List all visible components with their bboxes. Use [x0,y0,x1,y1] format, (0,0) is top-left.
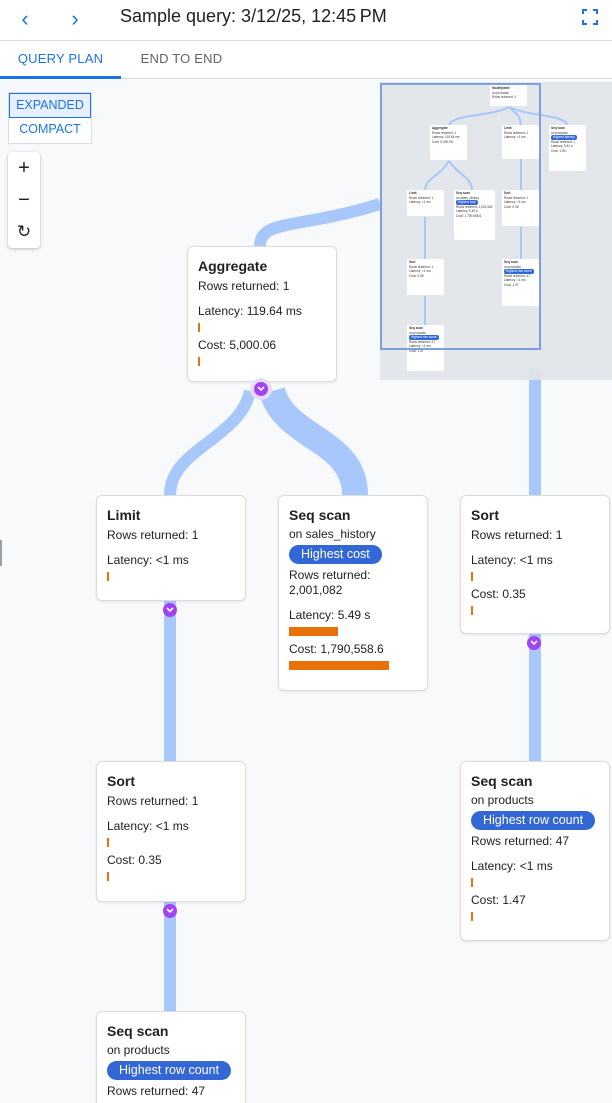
metric-bar [471,912,473,921]
metric-bar [471,878,473,887]
node-metric: Rows returned: 47 [471,834,570,848]
tab-end-to-end[interactable]: END TO END [140,51,223,66]
metric-bar [471,572,473,581]
metric-bar [289,661,390,670]
node-subtitle: on products [471,793,534,807]
node-metric: Cost: 1.47 [471,893,526,907]
node-title: Seq scan [107,1023,169,1039]
metric-bar [471,606,473,615]
node-title: Aggregate [198,258,268,274]
chevron-right-icon[interactable]: › [71,6,79,31]
node-subtitle: on products [107,1043,170,1057]
tab-bar: QUERY PLAN END TO END [0,41,612,79]
expand-chevron-icon[interactable] [163,904,177,918]
node-metric: Cost: 0.35 [471,587,526,601]
node-metric: Latency: <1 ms [471,553,553,567]
scroll-marker [0,540,2,566]
metric-bar [107,838,109,847]
node-metric: Rows returned: 1 [471,528,563,542]
expanded-button[interactable]: EXPANDED [9,93,91,118]
node-metric: Cost: 5,000.06 [198,338,277,352]
metric-bar [107,872,109,881]
node-title: Sort [107,773,135,789]
expand-chevron-icon[interactable] [163,603,177,617]
node-metric: Cost: 0.35 [107,853,162,867]
node-metric: Rows returned: 47 [107,1084,206,1098]
node-badge: Highest row count [107,1061,232,1080]
node-metric: Latency: 5.49 s [289,608,371,622]
reset-zoom-button[interactable]: ↻ [16,222,32,241]
minimap-viewport[interactable] [380,83,541,350]
node-metric: Rows returned: 1 [107,794,199,808]
node-title: Seq scan [289,507,351,523]
expand-chevron-icon[interactable] [254,382,268,396]
node-metric: Latency: <1 ms [471,859,553,873]
node-metric: Rows returned: 2,001,082 [289,568,371,597]
edge-aggregate-to-seqscan [259,386,368,497]
node-metric: Rows returned: 1 [107,528,199,542]
node-metric: Cost: 1,790,558.6 [289,642,384,656]
node-badge: Highest row count [471,811,596,830]
edge-aggregate-to-parent [254,198,382,247]
plan-edges [0,198,541,1011]
metric-bar [107,572,109,581]
compact-button[interactable]: COMPACT [19,122,81,136]
node-title: Limit [107,507,141,523]
zoom-out-button[interactable]: − [18,189,30,211]
zoom-in-button[interactable]: + [18,157,30,179]
node-title: Seq scan [471,773,533,789]
node-metric: Latency: <1 ms [107,553,189,567]
node-metric: Rows returned: 1 [198,279,290,293]
chevron-left-icon[interactable]: ‹ [21,6,29,31]
expand-chevron-icon[interactable] [527,636,541,650]
fullscreen-icon[interactable] [582,9,598,25]
node-metric: Latency: 119.64 ms [198,304,302,318]
node-title: Sort [471,507,499,523]
minimap-edges [424,106,569,326]
metric-bar [289,627,339,636]
node-badge: Highest cost [289,545,382,564]
node-subtitle: on sales_history [289,527,376,541]
edge-aggregate-to-limit [164,389,256,496]
view-toggle: EXPANDED COMPACT [8,92,92,144]
node-metric: Latency: <1 ms [107,819,189,833]
metric-bar [198,357,200,366]
header: ‹ › Sample query: 3/12/25, 12:45 PM [0,0,612,41]
zoom-controls: + − ↻ [8,152,40,248]
tab-query-plan[interactable]: QUERY PLAN [0,41,121,79]
page-title: Sample query: 3/12/25, 12:45 PM [120,6,387,26]
metric-bar [198,323,200,332]
